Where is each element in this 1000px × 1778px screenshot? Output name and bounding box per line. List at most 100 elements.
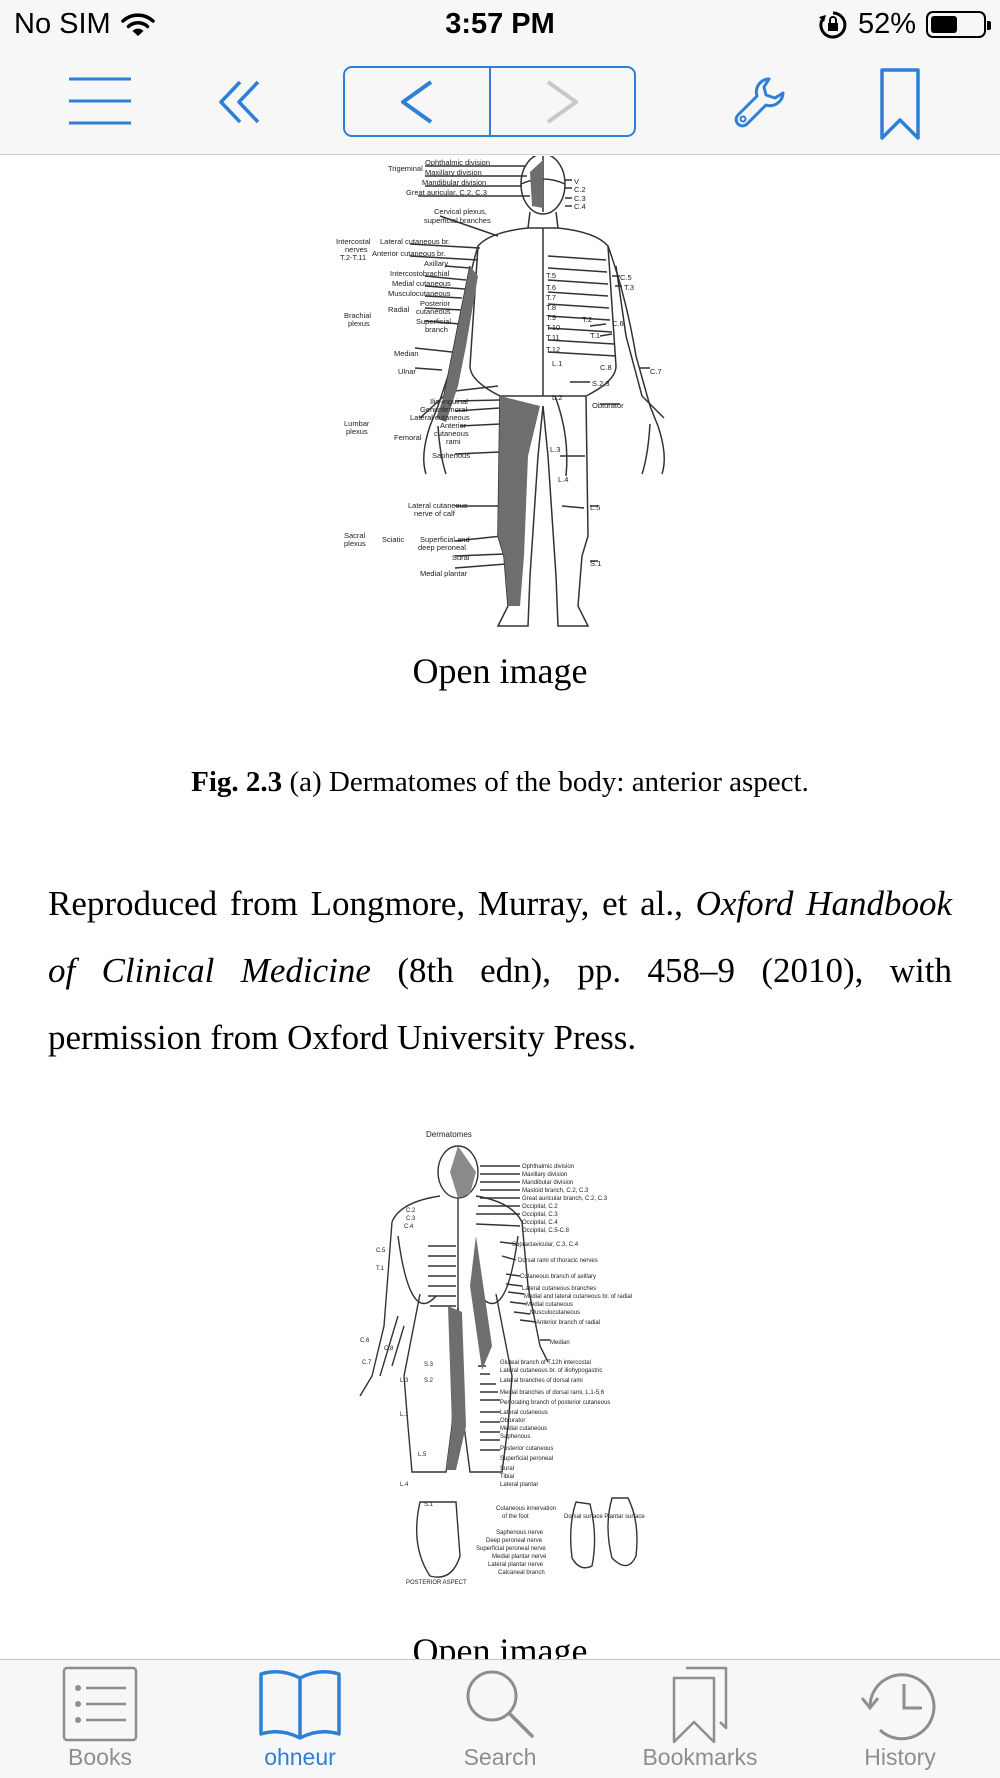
magnifier-icon xyxy=(466,1670,534,1738)
svg-text:Lateral cutaneous: Lateral cutaneous xyxy=(500,1410,548,1416)
svg-text:Intercostal: Intercostal xyxy=(336,237,371,246)
svg-text:Saphenous: Saphenous xyxy=(432,451,470,460)
battery-level xyxy=(931,16,957,33)
double-chevron-left-icon xyxy=(219,80,260,124)
svg-text:of the foot: of the foot xyxy=(502,1514,529,1520)
dermatome-figure-posterior[interactable]: Dermatomes Ophthalmic di xyxy=(0,1126,1000,1596)
svg-text:L.3: L.3 xyxy=(550,445,560,454)
svg-text:Radial: Radial xyxy=(388,305,410,314)
next-page-button[interactable] xyxy=(488,68,635,135)
chevron-right-icon xyxy=(547,79,579,124)
svg-text:Lumbar: Lumbar xyxy=(344,419,370,428)
svg-text:Lateral cutaneous: Lateral cutaneous xyxy=(410,413,470,422)
battery-icon xyxy=(926,11,991,38)
svg-text:C.5: C.5 xyxy=(620,273,632,282)
svg-text:Dorsal rami of thoracic nerves: Dorsal rami of thoracic nerves xyxy=(518,1258,598,1264)
back-button[interactable] xyxy=(210,74,270,130)
dermatome-figure-anterior[interactable]: Trigeminal Ophthalmic division Maxillary… xyxy=(0,156,1000,636)
svg-text:Obturator: Obturator xyxy=(500,1418,525,1424)
svg-text:cutaneous: cutaneous xyxy=(416,307,451,316)
svg-text:C.7: C.7 xyxy=(362,1360,372,1366)
status-right: 52% xyxy=(818,8,991,41)
svg-text:T.8: T.8 xyxy=(546,303,556,312)
battery-percent: 52% xyxy=(857,8,916,40)
open-image-link-2[interactable]: Open image xyxy=(412,1631,588,1659)
svg-text:C.3: C.3 xyxy=(406,1216,416,1222)
svg-text:T.2: T.2 xyxy=(582,315,592,324)
svg-text:Lateral plantar: Lateral plantar xyxy=(500,1482,538,1488)
svg-text:Brachial: Brachial xyxy=(344,311,371,320)
page-navigation-control xyxy=(343,66,636,137)
svg-text:Femoral: Femoral xyxy=(394,433,422,442)
reader-toolbar xyxy=(0,50,1000,155)
menu-button[interactable] xyxy=(62,72,138,130)
svg-text:L.4: L.4 xyxy=(558,475,568,484)
svg-text:L.3: L.3 xyxy=(400,1378,409,1384)
svg-text:C.8: C.8 xyxy=(600,363,612,372)
svg-text:Lateral cutaneous branches: Lateral cutaneous branches xyxy=(522,1286,596,1292)
svg-text:Maxillary division: Maxillary division xyxy=(522,1172,567,1178)
reproduction-note: Reproduced from Longmore, Murray, et al.… xyxy=(48,870,952,1071)
svg-text:superficial branches: superficial branches xyxy=(424,216,491,225)
svg-text:S.2,3: S.2,3 xyxy=(592,379,610,388)
svg-text:S.2: S.2 xyxy=(424,1378,434,1384)
svg-text:C.7: C.7 xyxy=(650,367,662,376)
svg-text:T.2-T.11: T.2-T.11 xyxy=(340,253,366,262)
svg-text:Deep peroneal nerve: Deep peroneal nerve xyxy=(486,1538,543,1544)
svg-text:Superficial and: Superficial and xyxy=(420,535,470,544)
bookmarks-icon xyxy=(672,1666,728,1744)
svg-text:Sural: Sural xyxy=(452,553,470,562)
svg-text:rami: rami xyxy=(446,437,461,446)
svg-text:L.5: L.5 xyxy=(418,1452,427,1458)
svg-text:T.1: T.1 xyxy=(590,331,600,340)
svg-text:nerves: nerves xyxy=(345,245,368,254)
svg-text:T.10: T.10 xyxy=(546,323,560,332)
svg-text:Medial plantar nerve: Medial plantar nerve xyxy=(492,1554,547,1560)
svg-text:C.5: C.5 xyxy=(376,1248,386,1254)
tab-history-label: History xyxy=(864,1744,936,1770)
tab-books[interactable]: Books xyxy=(0,1660,200,1778)
svg-text:Ulnar: Ulnar xyxy=(398,367,416,376)
svg-text:Musculocutaneous: Musculocutaneous xyxy=(388,289,451,298)
svg-text:Musculocutaneous: Musculocutaneous xyxy=(530,1310,580,1316)
svg-text:Median: Median xyxy=(394,349,419,358)
svg-text:Great auricular branch, C.2, C: Great auricular branch, C.2, C.3 xyxy=(522,1196,608,1202)
svg-text:Lateral cutaneous br.: Lateral cutaneous br. xyxy=(380,237,450,246)
svg-text:Occipital, C.5-C.8: Occipital, C.5-C.8 xyxy=(522,1228,570,1234)
svg-text:S.1: S.1 xyxy=(424,1502,434,1508)
wrench-icon xyxy=(734,77,785,128)
figure-caption-text: (a) Dermatomes of the body: anterior asp… xyxy=(282,766,809,798)
svg-text:Occipital, C.2: Occipital, C.2 xyxy=(522,1204,558,1210)
clock-history-icon xyxy=(860,1673,936,1741)
svg-text:Genitofemoral: Genitofemoral xyxy=(420,405,467,414)
settings-button[interactable] xyxy=(730,70,790,134)
tab-bookmarks-label: Bookmarks xyxy=(642,1744,758,1770)
bookmark-button[interactable] xyxy=(872,66,928,142)
reproduction-text-1: Reproduced from Longmore, Murray, et al.… xyxy=(48,884,696,923)
tab-reader[interactable]: ohneur xyxy=(200,1660,400,1778)
tab-search[interactable]: Search xyxy=(400,1660,600,1778)
open-image-link-1[interactable]: Open image xyxy=(412,651,588,691)
svg-text:POSTERIOR ASPECT: POSTERIOR ASPECT xyxy=(406,1580,467,1586)
figure-caption: Fig. 2.3 (a) Dermatomes of the body: ant… xyxy=(0,766,1000,799)
svg-text:Lateral cutaneous: Lateral cutaneous xyxy=(408,501,468,510)
chevron-left-icon xyxy=(400,79,432,124)
svg-text:Mastoid branch, C.2, C.3: Mastoid branch, C.2, C.3 xyxy=(522,1188,589,1194)
svg-text:Lateral cutaneous br. of ilioh: Lateral cutaneous br. of iliohypogastric xyxy=(500,1368,602,1374)
svg-text:Supraclavicular, C.3, C.4: Supraclavicular, C.3, C.4 xyxy=(512,1242,579,1248)
svg-text:Anterior branch of radial: Anterior branch of radial xyxy=(536,1320,600,1326)
svg-text:S.1: S.1 xyxy=(590,559,601,568)
svg-text:Posterior cutaneous: Posterior cutaneous xyxy=(500,1446,553,1452)
tab-history[interactable]: History xyxy=(800,1660,1000,1778)
tab-bookmarks[interactable]: Bookmarks xyxy=(600,1660,800,1778)
svg-text:Intercostobrachial: Intercostobrachial xyxy=(390,269,450,278)
clock: 3:57 PM xyxy=(445,8,555,40)
svg-text:T.7: T.7 xyxy=(546,293,556,302)
previous-page-button[interactable] xyxy=(345,68,489,135)
svg-text:Anterior: Anterior xyxy=(440,421,467,430)
posterior-body-diagram: Dermatomes Ophthalmic di xyxy=(359,1130,645,1586)
svg-text:L.2: L.2 xyxy=(552,393,562,402)
status-bar: No SIM 3:57 PM 52% xyxy=(0,0,1000,50)
svg-text:Occipital, C.3: Occipital, C.3 xyxy=(522,1212,558,1218)
svg-text:C.8: C.8 xyxy=(384,1346,394,1352)
